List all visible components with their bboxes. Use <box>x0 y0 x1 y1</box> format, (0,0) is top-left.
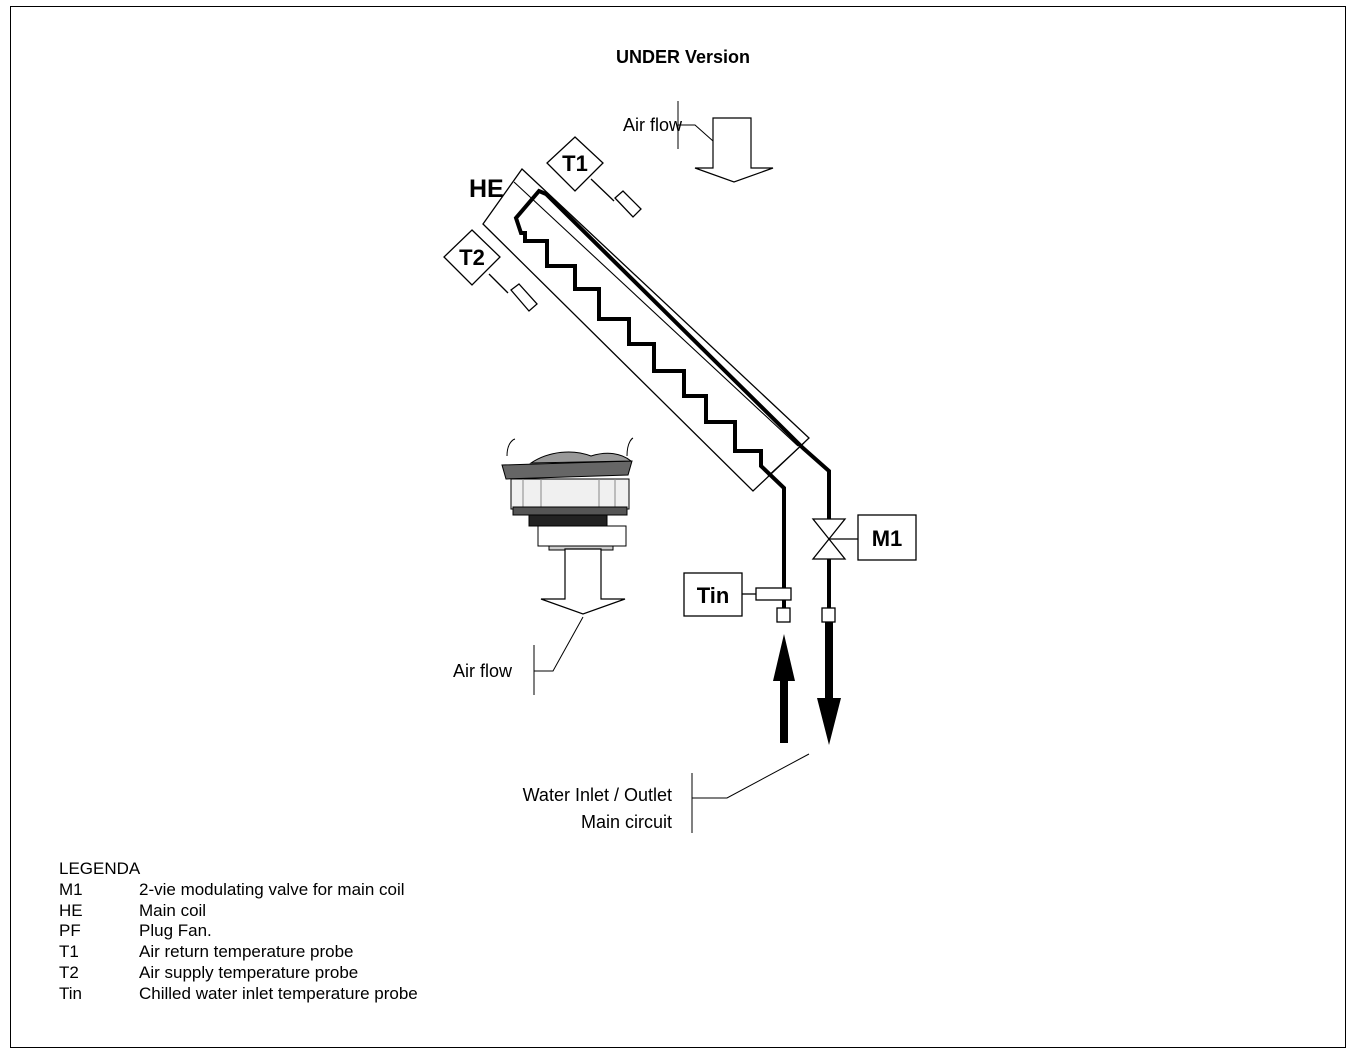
water-outlet-arrow <box>817 622 841 745</box>
legend-desc: Plug Fan. <box>139 921 212 941</box>
t1-label: T1 <box>562 151 588 176</box>
m1-valve <box>811 513 858 608</box>
m1-box <box>857 514 917 561</box>
air-flow-bottom-leader <box>533 616 584 695</box>
legend: LEGENDA M1 2-vie modulating valve for ma… <box>59 859 418 1005</box>
water-label-line1: Water Inlet / Outlet <box>523 785 672 805</box>
diagram-title: UNDER Version <box>616 47 750 67</box>
legend-row: Tin Chilled water inlet temperature prob… <box>59 984 418 1005</box>
coil-divider <box>767 442 805 477</box>
air-flow-top-arrow <box>694 117 774 183</box>
legend-desc: Main coil <box>139 900 207 920</box>
legend-desc: Air supply temperature probe <box>139 962 359 982</box>
t2-probe <box>443 229 538 312</box>
inlet-stub <box>776 607 791 623</box>
air-flow-top-label: Air flow <box>623 115 683 135</box>
legend-row: T1 Air return temperature probe <box>59 942 418 963</box>
legend-code: T2 <box>59 962 79 982</box>
coil-inner-line <box>513 181 799 447</box>
outlet-stub <box>821 607 836 623</box>
water-leader <box>691 753 810 833</box>
legend-row: M1 2-vie modulating valve for main coil <box>59 880 418 901</box>
tin-sensor <box>742 587 792 608</box>
plug-fan-pf <box>501 437 634 551</box>
legend-row: T2 Air supply temperature probe <box>59 963 418 984</box>
diagram-frame: UNDER Version Air flow HE T1 T2 M1 <box>10 6 1346 1048</box>
water-label-line2: Main circuit <box>581 812 672 832</box>
legend-desc: Chilled water inlet temperature probe <box>139 983 418 1003</box>
main-coil-he <box>482 168 810 492</box>
legend-desc: 2-vie modulating valve for main coil <box>139 879 405 899</box>
t1-probe <box>546 136 642 218</box>
water-inlet-arrow <box>773 634 795 743</box>
legend-row: HE Main coil <box>59 901 418 922</box>
legend-code: PF <box>59 921 81 941</box>
coil-serpentine <box>513 188 831 588</box>
legend-code: M1 <box>59 879 83 899</box>
legend-row: PF Plug Fan. <box>59 921 418 942</box>
air-flow-bottom-label: Air flow <box>453 661 513 681</box>
tin-box <box>683 572 743 617</box>
tin-label: Tin <box>697 583 730 608</box>
schematic-canvas: UNDER Version Air flow HE T1 T2 M1 <box>443 47 917 833</box>
legend-desc: Air return temperature probe <box>139 942 354 962</box>
legend-code: HE <box>59 900 83 920</box>
air-flow-bottom-arrow <box>540 548 626 615</box>
legend-header: LEGENDA <box>59 859 141 878</box>
t2-label: T2 <box>459 245 485 270</box>
air-flow-top-leader <box>677 101 714 149</box>
he-label: HE <box>469 175 504 203</box>
legend-code: Tin <box>59 983 82 1003</box>
legend-code: T1 <box>59 942 79 962</box>
m1-label: M1 <box>872 526 903 551</box>
